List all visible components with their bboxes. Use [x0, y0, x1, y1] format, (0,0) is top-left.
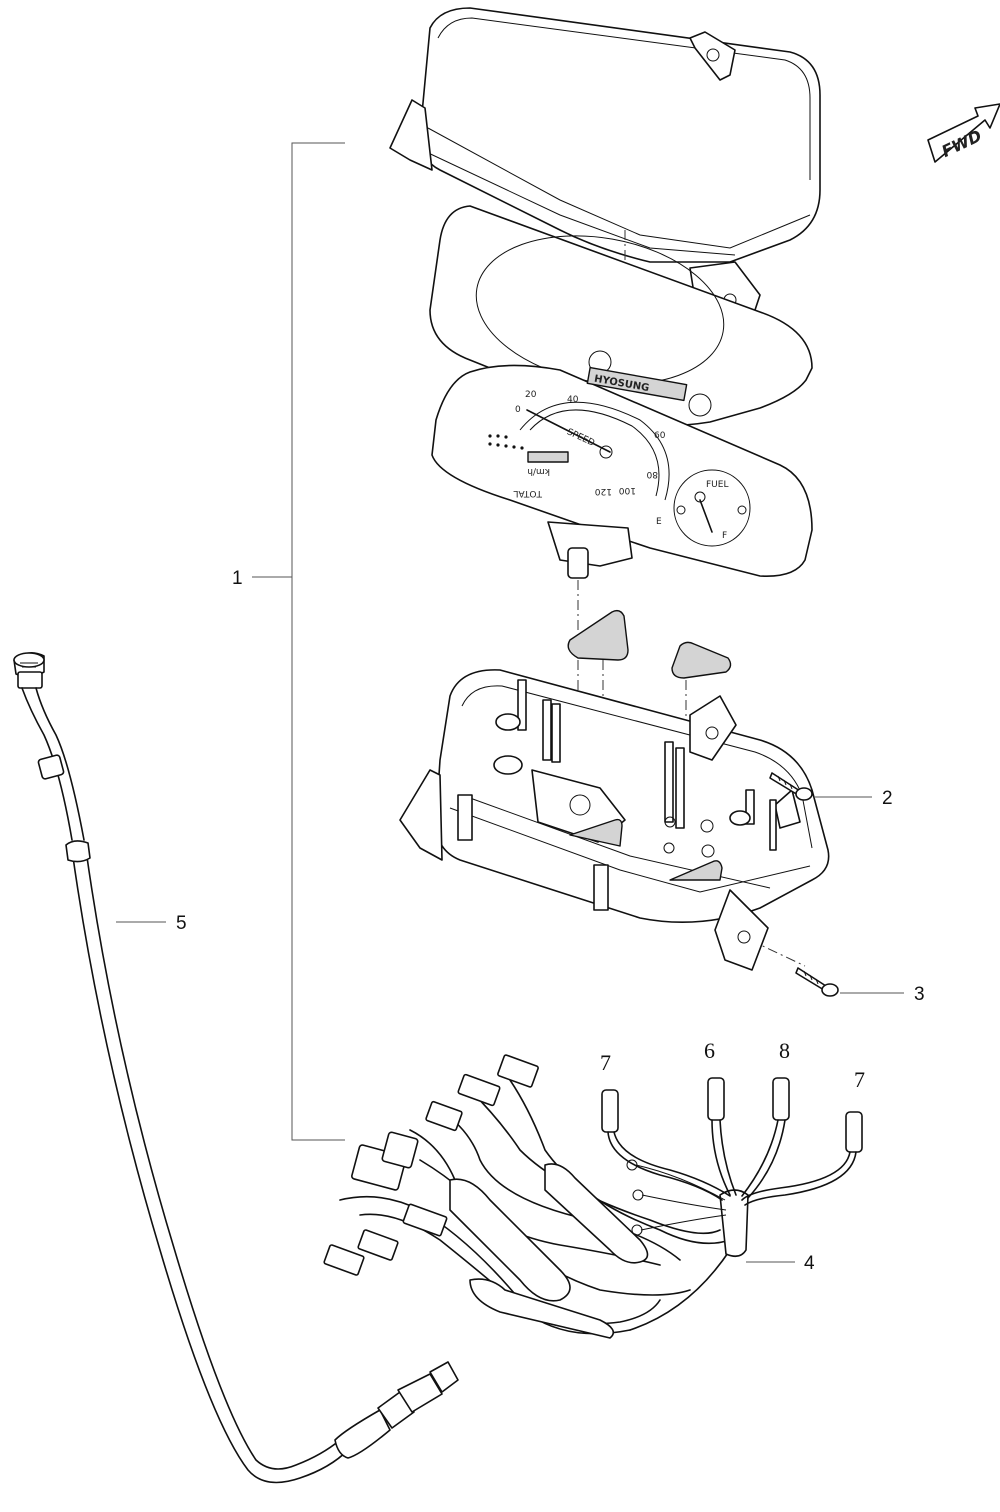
scale-20: 20: [525, 390, 537, 400]
screw-2: 2: [769, 772, 893, 809]
callout-7-left: 7: [600, 1050, 611, 1075]
bulb-socket-6: [707, 1077, 737, 1196]
assembly-bracket: 1: [232, 142, 345, 1141]
scale-120: 120: [595, 486, 612, 496]
callout-6: 6: [704, 1038, 715, 1063]
dial-face: HYOSUNG SPEED km/h TOTAL 0 20 40 60 80 1…: [431, 364, 813, 579]
odometer-window: [527, 451, 569, 463]
wire-harness: 4: [323, 1054, 863, 1339]
brand-plate: [586, 366, 688, 402]
callout-2: 2: [882, 788, 893, 809]
scale-60: 60: [654, 431, 666, 441]
speedometer-cable: 5: [13, 652, 459, 1484]
scale-40: 40: [567, 395, 579, 405]
bulb-socket-7a: [601, 1089, 731, 1201]
fuel-needle: [699, 499, 713, 533]
connector-e: [497, 1054, 539, 1088]
cushion-left: [567, 609, 629, 661]
dial-unit: km/h: [527, 466, 550, 476]
connector-g: [357, 1229, 399, 1261]
bulb-posts: [493, 679, 777, 851]
fuel-gauge: [673, 469, 751, 547]
callout-5: 5: [176, 913, 187, 934]
callout-1: 1: [232, 568, 243, 589]
cushion-right: [671, 641, 732, 679]
bulb-socket-7b: [741, 1111, 863, 1206]
fwd-arrow-icon: FWD: [927, 103, 1000, 163]
dial-fuel: FUEL: [706, 480, 728, 490]
meter-case: [399, 669, 830, 971]
meter-cover: [389, 7, 821, 341]
fuel-e: E: [656, 517, 662, 527]
connector-f: [402, 1203, 448, 1237]
bulb-socket-8: [741, 1077, 790, 1199]
callout-4: 4: [804, 1253, 815, 1274]
connector-b: [381, 1131, 419, 1169]
callout-7-right: 7: [854, 1067, 865, 1092]
scale-80: 80: [646, 469, 658, 479]
dial-total: TOTAL: [513, 488, 543, 498]
screw-3: 3: [795, 967, 925, 1005]
indicator-dots: [488, 434, 524, 450]
speedometer-needle: [526, 409, 611, 453]
harness-sleeve: [719, 1189, 749, 1258]
connector-h: [323, 1244, 365, 1276]
connector-c: [425, 1100, 463, 1132]
scale-100: 100: [619, 485, 636, 495]
fuel-f: F: [722, 531, 727, 541]
connector-d: [457, 1073, 501, 1107]
callout-8: 8: [779, 1038, 790, 1063]
scale-0: 0: [515, 405, 521, 415]
callout-3: 3: [914, 984, 925, 1005]
